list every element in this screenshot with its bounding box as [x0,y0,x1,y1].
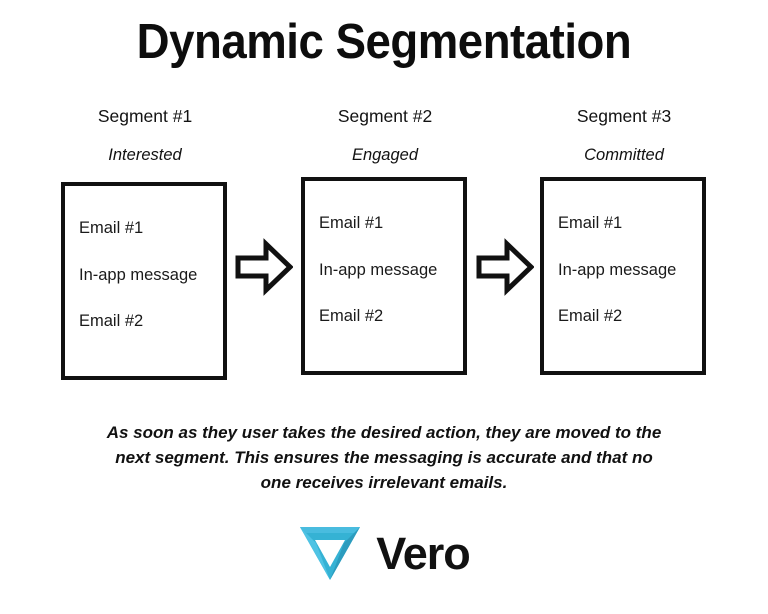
page-title: Dynamic Segmentation [136,15,632,69]
segment-3-box: Email #1 In-app message Email #2 [540,177,706,375]
vero-wordmark: Vero [376,527,471,579]
segment-1-subtitle: Interested [108,145,182,164]
vero-logo: Vero [0,518,768,588]
segment-3: Segment #3 Committed Email #1 In-app mes… [540,106,708,375]
segment-3-item-2: In-app message [558,260,677,279]
arrow-right-icon-2 [476,238,535,296]
segment-2: Segment #2 Engaged Email #1 In-app messa… [301,106,469,375]
segment-2-item-1: Email #1 [319,214,384,232]
segment-2-item-3: Email #2 [319,307,384,325]
segment-2-subtitle: Engaged [351,145,419,164]
segmentation-flow: Segment #1 Interested Email #1 In-app me… [0,106,768,393]
segment-3-subtitle: Committed [584,145,664,164]
segment-3-item-1: Email #1 [558,214,623,232]
segment-1-item-1: Email #1 [79,219,144,237]
segment-1-box: Email #1 In-app message Email #2 [61,182,227,380]
caption-text: As soon as they user takes the desired a… [106,423,662,492]
segment-1: Segment #1 Interested Email #1 In-app me… [61,106,229,380]
segment-2-box: Email #1 In-app message Email #2 [301,177,467,375]
segment-2-item-2: In-app message [319,260,438,279]
segment-3-title: Segment #3 [576,106,672,126]
segment-1-item-3: Email #2 [79,312,144,330]
segment-1-item-2: In-app message [79,265,198,284]
segment-1-title: Segment #1 [97,106,193,126]
segment-2-title: Segment #2 [337,106,433,126]
segment-3-item-3: Email #2 [558,307,623,325]
vero-triangle-logo-icon [298,524,362,582]
arrow-right-icon-1 [235,238,294,296]
